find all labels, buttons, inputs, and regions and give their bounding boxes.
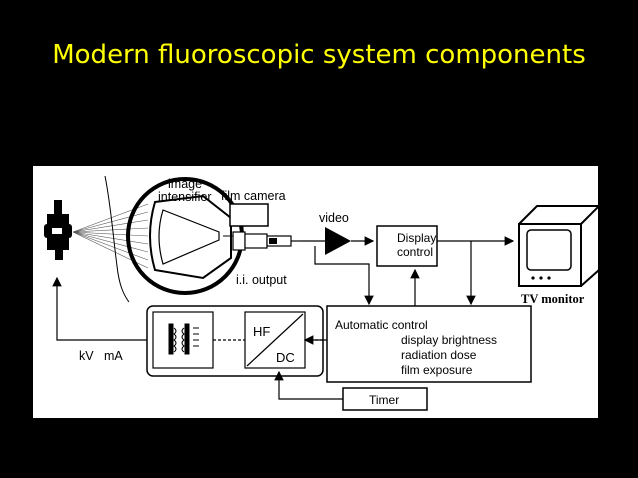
label-film-exposure: film exposure: [401, 363, 473, 377]
label-display-brightness: display brightness: [401, 333, 497, 347]
patient-outline: [104, 175, 130, 303]
film-camera-icon: [229, 203, 269, 227]
label-dc: DC: [276, 350, 295, 365]
label-hf: HF: [253, 324, 270, 339]
label-video: video: [319, 211, 349, 225]
label-automatic-control: Automatic control: [335, 318, 428, 332]
x-ray-tube-icon: [44, 200, 72, 260]
tv-camera-icon: [232, 231, 301, 251]
label-tv-monitor: TV monitor: [521, 292, 585, 306]
label-image: image: [168, 177, 202, 191]
label-kv-ma: kV mA: [79, 349, 123, 363]
video-amplifier-icon: [325, 227, 351, 255]
label-ii-output: i.i. output: [236, 273, 287, 287]
label-film-camera: film camera: [221, 189, 286, 203]
display-control-box: [376, 225, 438, 267]
automatic-control-box: [326, 305, 532, 383]
image-intensifier-icon: [149, 194, 232, 280]
label-timer: Timer: [369, 393, 399, 407]
label-display: Display: [397, 231, 436, 245]
slide-title: Modern fluoroscopic system components: [52, 40, 586, 70]
label-control: control: [397, 245, 433, 259]
label-intensifier: intensifier: [158, 190, 212, 204]
label-radiation-dose: radiation dose: [401, 348, 477, 362]
tv-monitor-icon: [518, 205, 598, 287]
fluoroscopic-system-diagram: image intensifier film camera i.i. outpu…: [33, 166, 598, 418]
transformer-box: [152, 311, 214, 369]
transformer-icon: [168, 323, 199, 355]
